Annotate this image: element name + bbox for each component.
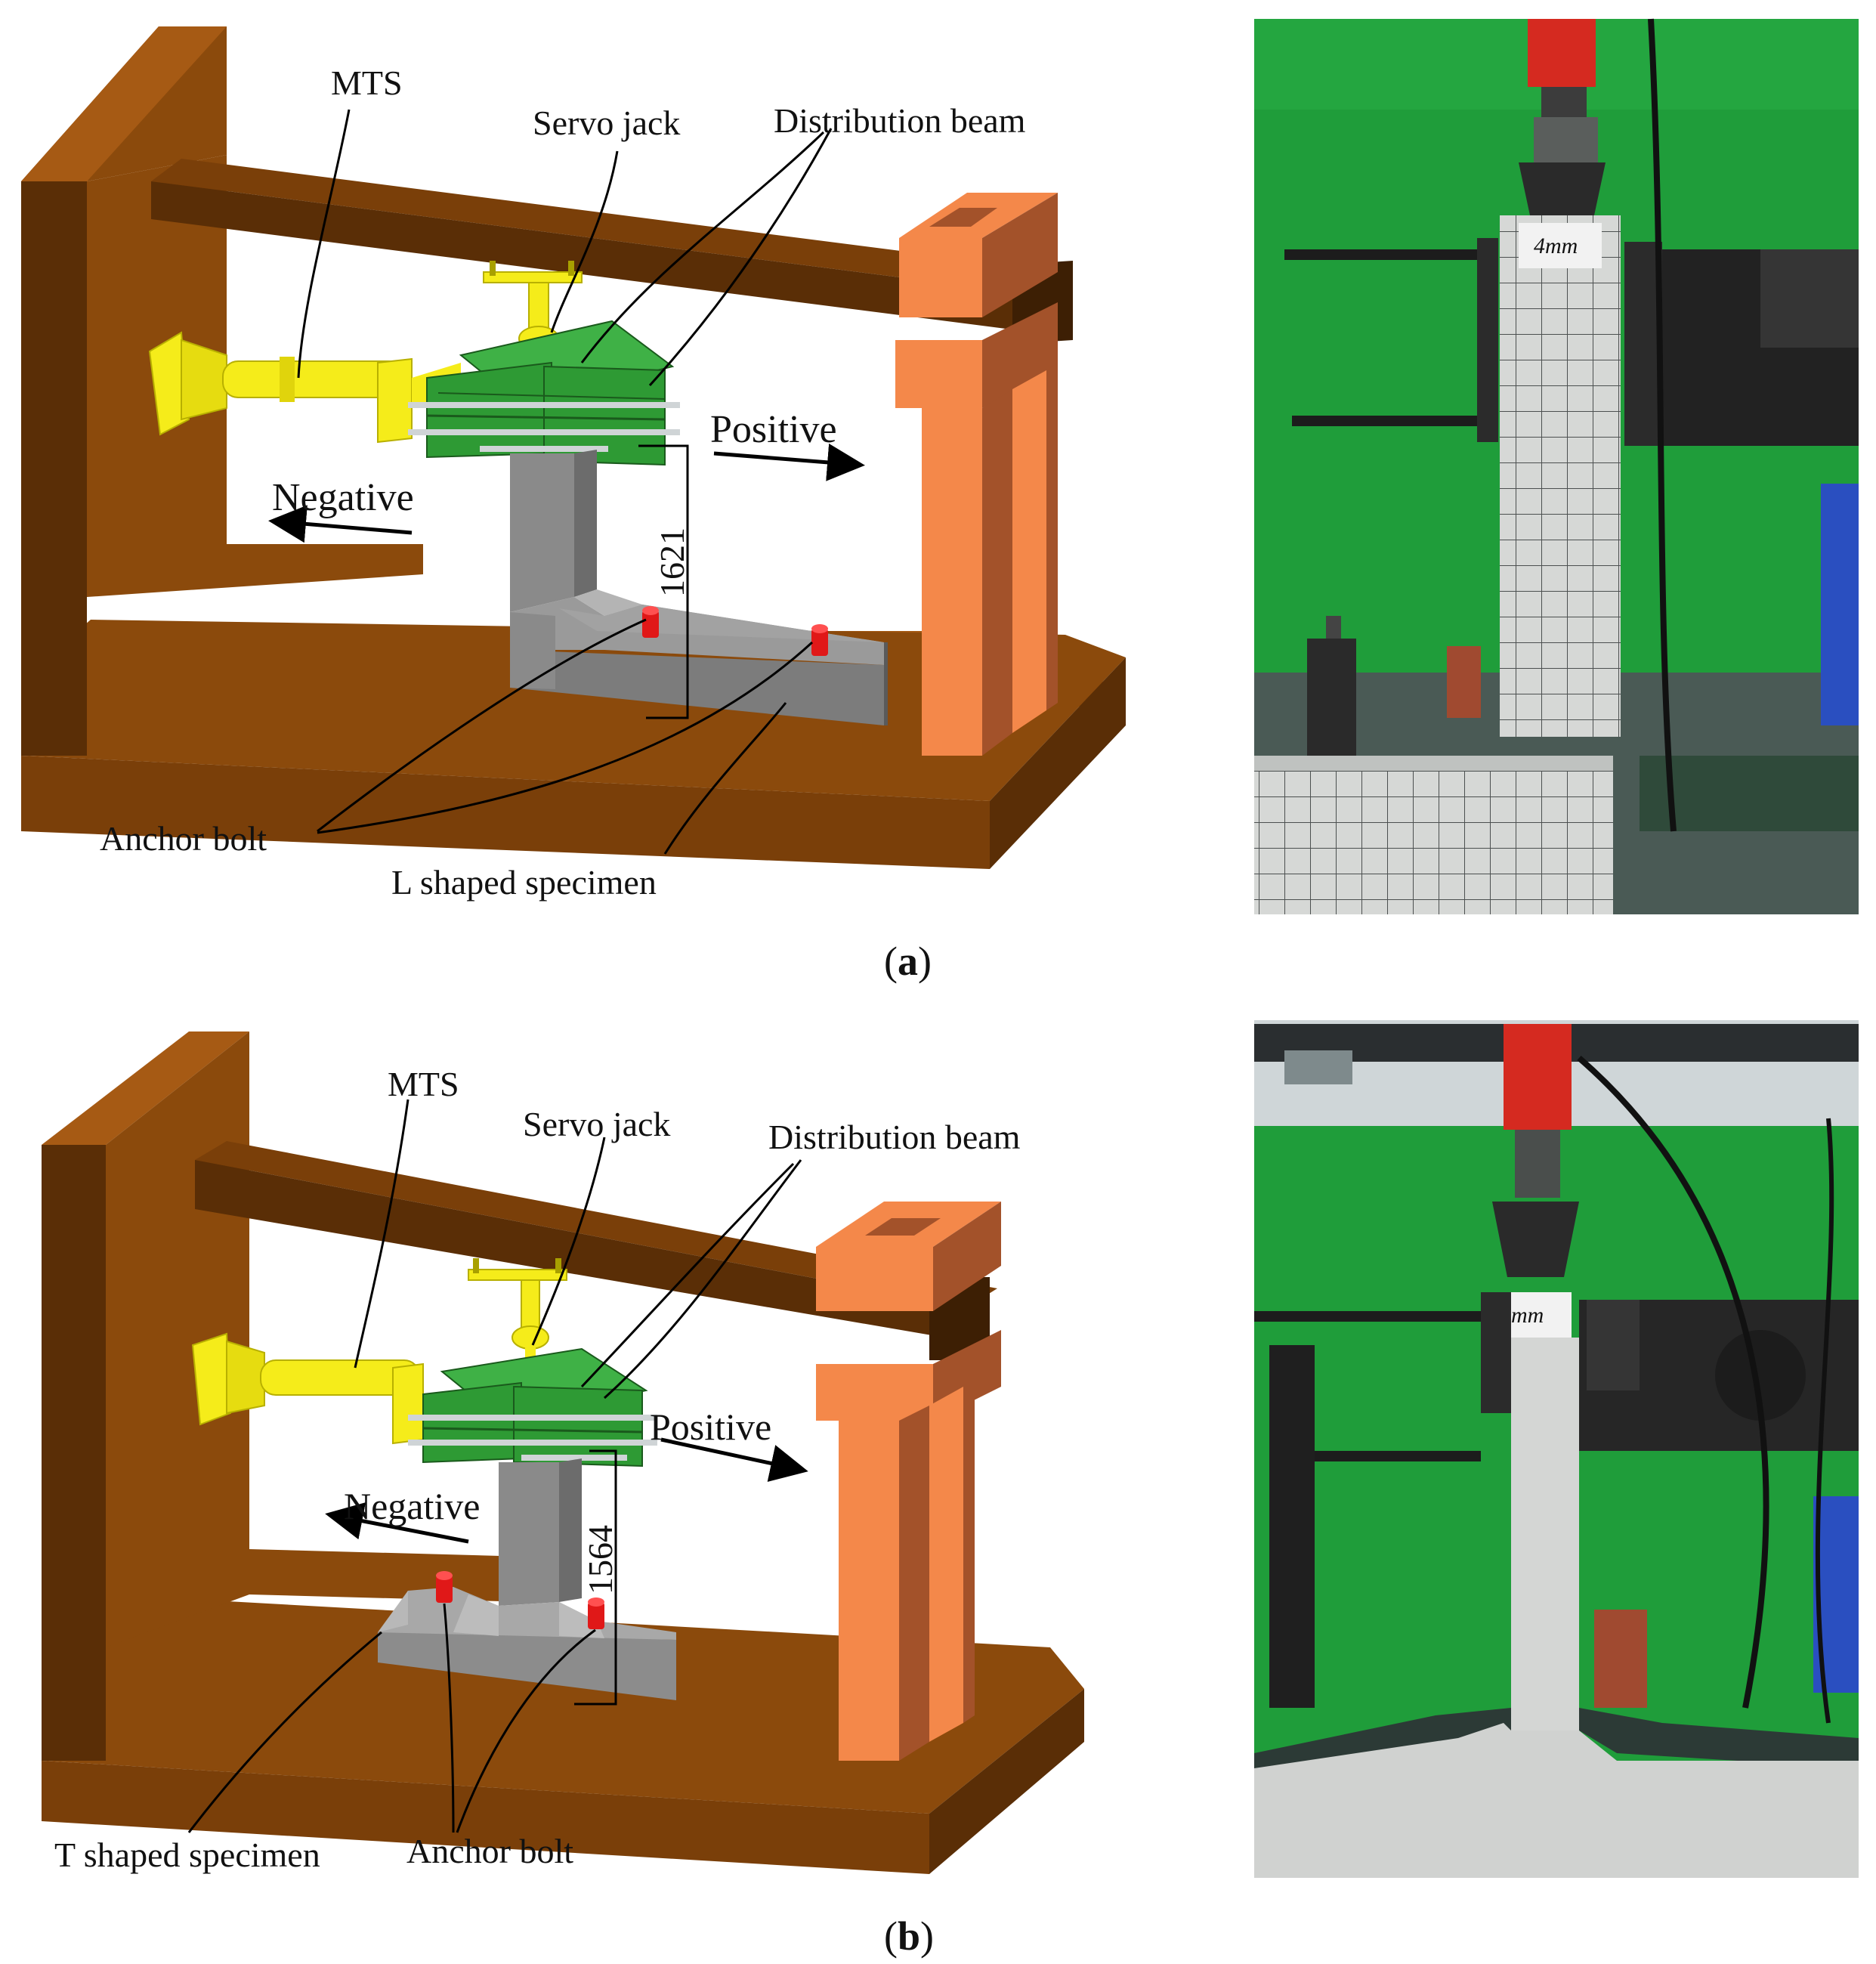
base-plate-surface-b — [42, 1594, 1084, 1814]
label-positive-a: Positive — [710, 408, 837, 451]
label-negative-b: Negative — [344, 1485, 480, 1527]
overhead-beam-front — [151, 181, 1035, 332]
label-mts-a: MTS — [331, 63, 403, 102]
caption-b: (b) — [884, 1913, 934, 1959]
label-specimen-a: L shaped specimen — [391, 863, 657, 902]
overhead-beam-front-b — [195, 1160, 967, 1341]
label-dimension-b: 1564 — [581, 1525, 620, 1594]
reaction-wall-side — [21, 181, 87, 756]
label-distribution-beam-a: Distribution beam — [774, 101, 1026, 140]
anchor-bolts-b — [436, 1571, 604, 1629]
t-specimen — [378, 1458, 676, 1700]
label-servo-jack-b: Servo jack — [523, 1105, 670, 1143]
reaction-wall-side-b — [42, 1145, 106, 1761]
negative-arrow-b — [325, 1502, 469, 1544]
base-plate-front-face — [21, 756, 990, 869]
label-mts-b: MTS — [388, 1065, 459, 1103]
base-plate-side-face — [990, 657, 1126, 869]
label-anchor-bolt-a: Anchor bolt — [100, 819, 267, 858]
reaction-wall-top — [21, 26, 227, 181]
base-plate-front-face-b — [42, 1761, 929, 1874]
reaction-column — [895, 193, 1058, 756]
overhead-beam-top — [151, 159, 1065, 295]
wall-lower-front — [87, 544, 423, 597]
reaction-wall-top-b — [42, 1031, 249, 1145]
dimension-line-b — [574, 1449, 617, 1706]
label-positive-b: Positive — [650, 1406, 771, 1448]
label-distribution-beam-b: Distribution beam — [768, 1118, 1021, 1156]
leader-lines-b — [187, 1099, 802, 1833]
label-specimen-b: T shaped specimen — [54, 1836, 320, 1874]
panel-b-schematic: MTS Servo jack Distribution beam Positiv… — [42, 1031, 1084, 1874]
label-anchor-bolt-b: Anchor bolt — [406, 1832, 573, 1870]
distribution-beam — [408, 320, 680, 466]
panel-a-photo: 4mm — [1254, 18, 1859, 914]
distribution-beam-b — [408, 1347, 657, 1468]
label-negative-a: Negative — [272, 476, 414, 519]
caption-a: (a) — [884, 939, 932, 984]
label-dimension-a: 1621 — [653, 527, 691, 597]
label-servo-jack-a: Servo jack — [533, 104, 680, 142]
reaction-column-b — [816, 1202, 1001, 1761]
positive-arrow-a — [713, 443, 865, 481]
mts-actuator-b — [191, 1332, 424, 1445]
photo-tag-a: 4mm — [1534, 234, 1578, 258]
positive-arrow-b — [660, 1437, 808, 1482]
base-plate-side-face-b — [929, 1689, 1084, 1874]
l-specimen — [510, 450, 888, 725]
wall-lower-b — [249, 1549, 529, 1602]
leader-lines-a — [297, 109, 833, 855]
negative-arrow-a — [268, 505, 413, 543]
panel-b-photo: 0mm — [1254, 1020, 1859, 1878]
anchor-bolts-a — [642, 606, 828, 656]
dimension-line-a — [638, 444, 689, 719]
panel-a-schematic: MTS Servo jack Distribution beam Positiv… — [21, 26, 1126, 902]
